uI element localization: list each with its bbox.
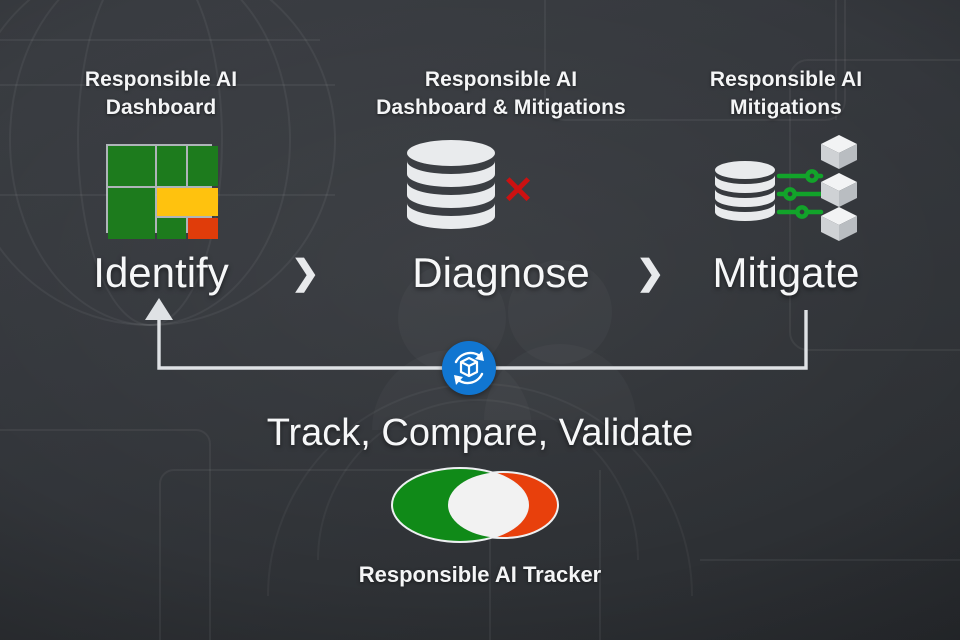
sync-cube-icon[interactable] bbox=[442, 341, 496, 395]
tracker-caption: Responsible AI Tracker bbox=[358, 562, 602, 587]
column-header-line2: Mitigations bbox=[730, 95, 842, 119]
treemap-cell bbox=[157, 188, 218, 216]
treemap-cell bbox=[108, 188, 155, 239]
chevron-right-icon-2: ❯ bbox=[636, 254, 665, 292]
column-header-diagnose: Responsible AI Dashboard & Mitigations bbox=[357, 66, 645, 122]
chevron-right-icon-1: ❯ bbox=[291, 254, 320, 292]
column-header-line2: Dashboard bbox=[105, 95, 217, 119]
slider-knob-bottom bbox=[795, 205, 809, 219]
stage-label-identify: Identify bbox=[93, 249, 229, 296]
cube-icon bbox=[821, 135, 857, 169]
database-icon bbox=[407, 140, 495, 229]
track-compare-validate-label: Track, Compare, Validate bbox=[266, 412, 694, 454]
treemap-cell bbox=[188, 146, 218, 186]
cube-icon bbox=[821, 173, 857, 207]
error-x-icon: ✕ bbox=[502, 170, 534, 212]
venn-overlap bbox=[448, 472, 528, 538]
treemap-cell bbox=[108, 146, 155, 186]
treemap-cell bbox=[188, 218, 218, 239]
column-header-line2: Dashboard & Mitigations bbox=[376, 95, 626, 119]
column-header-identify: Responsible AI Dashboard bbox=[48, 66, 274, 122]
treemap-cell bbox=[157, 218, 186, 239]
slider-knob-top bbox=[805, 169, 819, 183]
sliders-icon bbox=[776, 169, 824, 219]
treemap-icon bbox=[106, 144, 218, 239]
database-icon bbox=[715, 161, 775, 221]
treemap-cell bbox=[157, 146, 186, 186]
column-header-line1: Responsible AI bbox=[84, 68, 238, 91]
column-header-line1: Responsible AI bbox=[709, 68, 863, 91]
column-header-line1: Responsible AI bbox=[424, 68, 578, 91]
stage-label-mitigate: Mitigate bbox=[712, 249, 860, 296]
cube-icon bbox=[821, 207, 857, 241]
stage-label-diagnose: Diagnose bbox=[412, 249, 590, 296]
slider-knob-middle bbox=[783, 187, 797, 201]
sync-cube-glyph bbox=[454, 351, 484, 385]
venn-diagram-icon bbox=[391, 467, 559, 543]
column-header-mitigate: Responsible AI Mitigations bbox=[668, 66, 904, 122]
loop-arrowhead bbox=[145, 298, 173, 320]
